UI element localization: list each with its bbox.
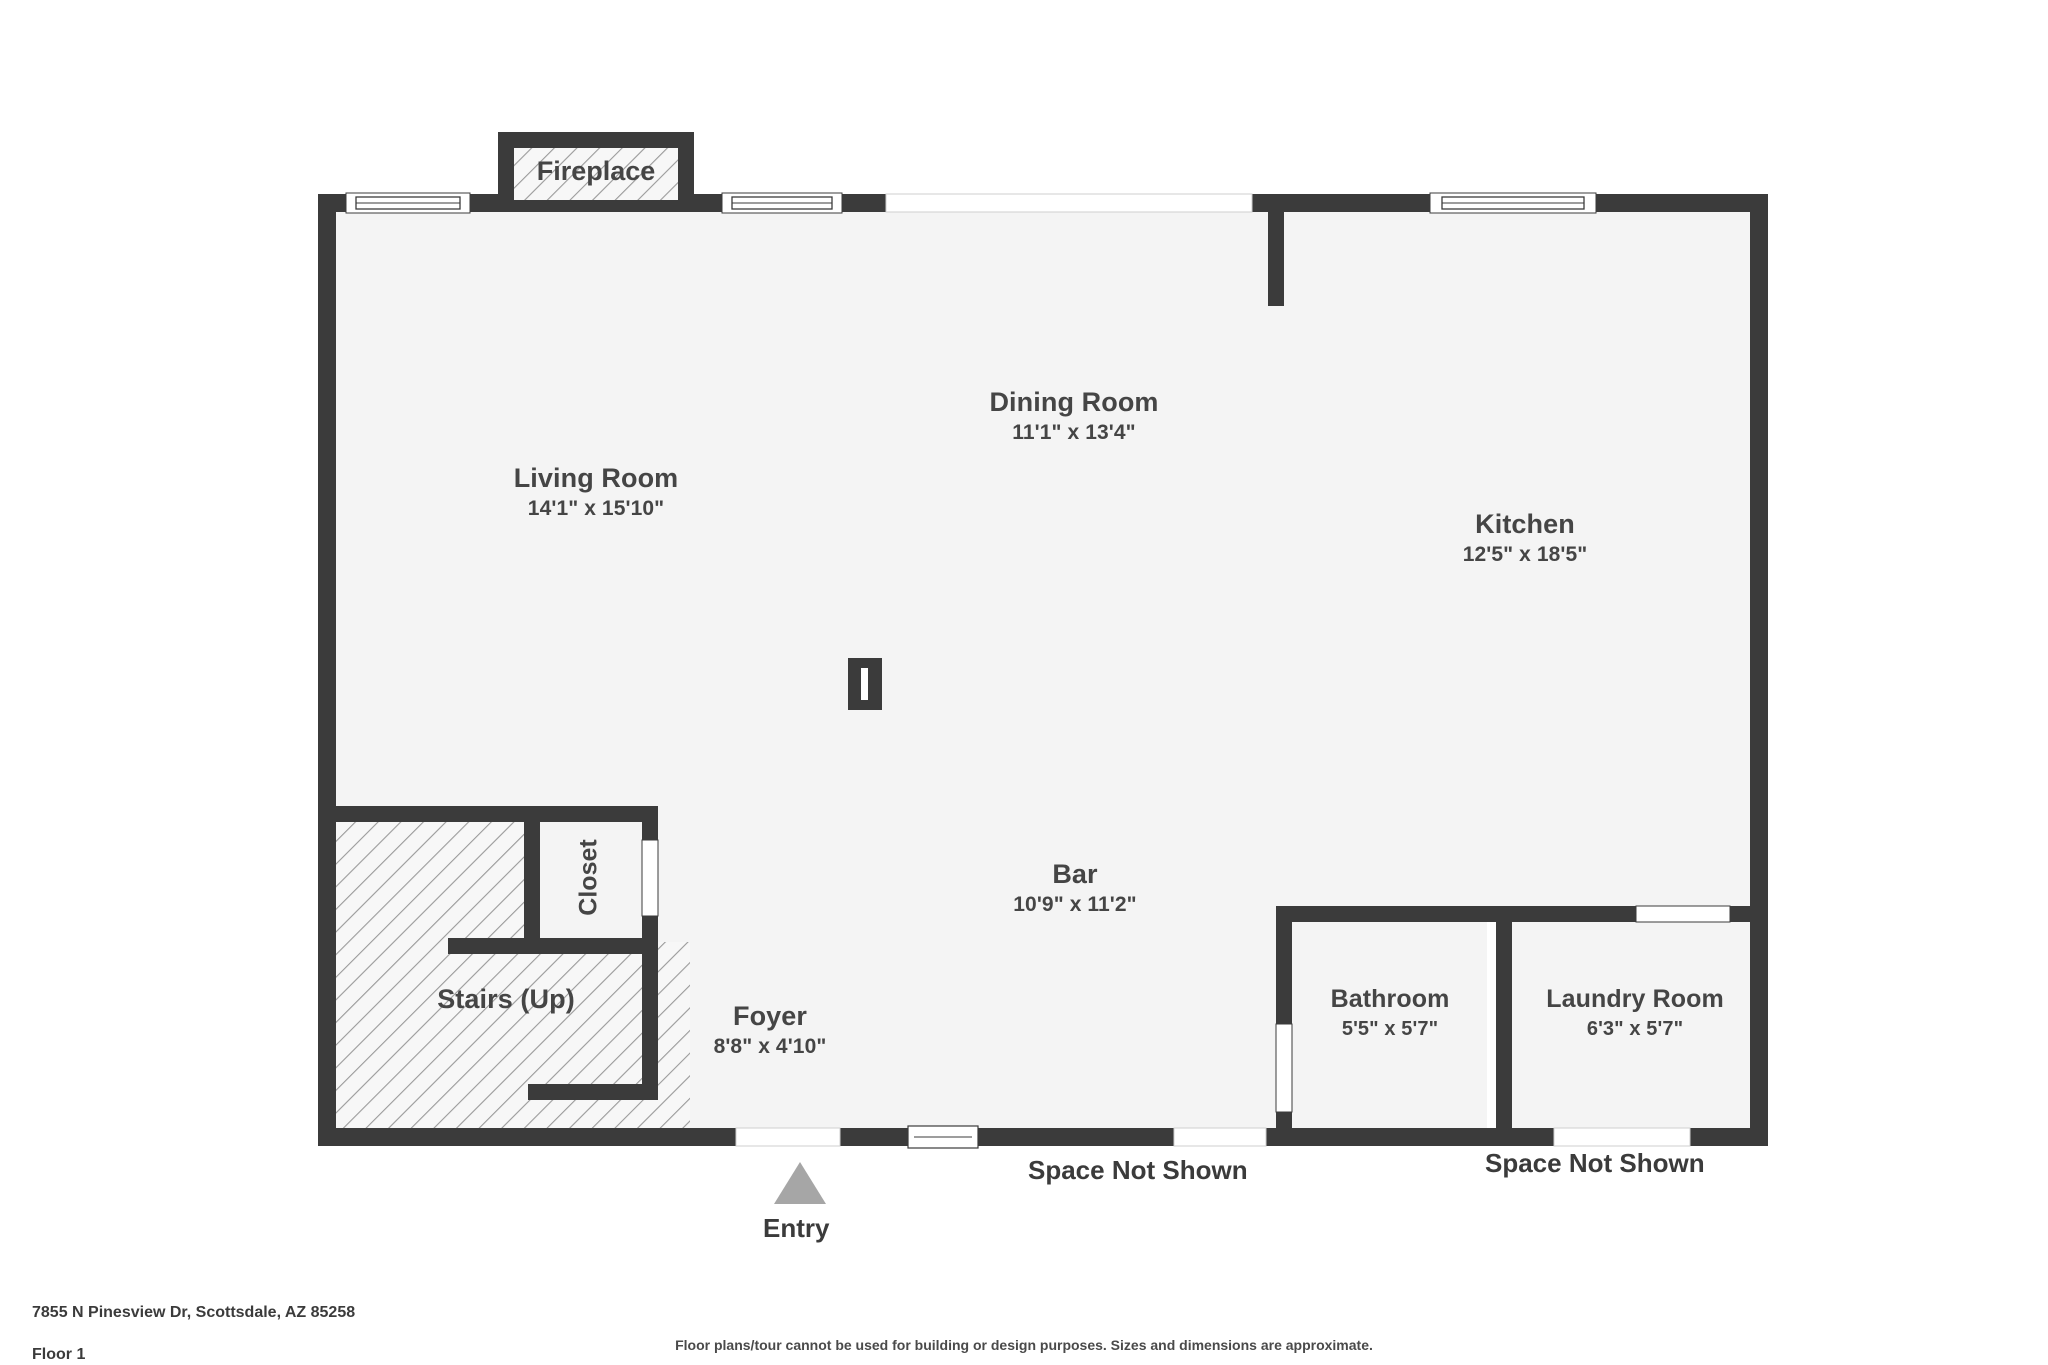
wall-top-seg-4 [842,194,886,212]
window-living-room [345,192,471,214]
wall-closet-left [524,806,540,954]
wall-left-exterior [318,194,336,1146]
opening-bottom-1 [735,1127,841,1147]
room-fill-foyer [650,910,1282,1140]
wall-top-seg-7 [1596,194,1768,212]
room-fill-closet [534,812,642,942]
door-closet [641,839,659,917]
wall-stairs-right [642,938,658,1084]
wall-bath-laundry-divider [1496,906,1512,1146]
wall-bath-top [1276,906,1512,922]
wall-bath-left-bottom [1276,1112,1292,1146]
wall-bottom-seg-1 [318,1128,736,1146]
wall-bottom-seg-6 [1690,1128,1768,1146]
wall-stub-vertical [1268,194,1284,306]
fireplace-hatch-inner [514,148,678,200]
wall-closet-right-top [642,806,658,840]
footer-address: 7855 N Pinesview Dr, Scottsdale, AZ 8525… [32,1304,356,1321]
windows [345,192,1731,1149]
wall-bottom-seg-2 [840,1128,908,1146]
room-fill-stairs-upper [318,812,530,942]
room-fill-bathroom [1292,922,1487,1140]
entry-marker-icon [774,1162,826,1204]
wall-top-seg-6 [1300,194,1430,212]
column-post-slit [861,668,868,700]
wall-laundry-top [1512,906,1636,922]
wall-laundry-top-end [1730,906,1768,922]
room-fill-main-body [318,200,1760,912]
opening-bottom-3 [1553,1127,1691,1147]
window-bottom-front [907,1125,979,1149]
opening-bottom-2 [1173,1127,1267,1147]
window-kitchen [1429,192,1597,214]
footer-disclaimer: Floor plans/tour cannot be used for buil… [675,1337,1373,1353]
opening-slider-top [885,193,1253,213]
wall-bottom-seg-5 [1302,1128,1554,1146]
wall-stairs-bottom-jog [528,1084,658,1100]
walls [318,132,1768,1146]
room-fill-stairs-lower [318,942,690,1140]
window-dining-room [721,192,843,214]
wall-stairs-mid [448,938,658,954]
wall-bottom-seg-3 [978,1128,1174,1146]
room-fill-bar-lower [650,812,1282,922]
wall-right-exterior [1750,194,1768,1146]
room-fills [318,146,1760,1140]
wall-stairs-top [318,806,658,822]
room-fill-laundry [1510,922,1760,1140]
wall-top-seg-3 [694,194,722,212]
footer-floor-label: Floor 1 [32,1346,86,1363]
door-bathroom [1275,1023,1293,1113]
wall-bath-left-top [1276,906,1292,1024]
opening-laundry [1635,905,1731,923]
